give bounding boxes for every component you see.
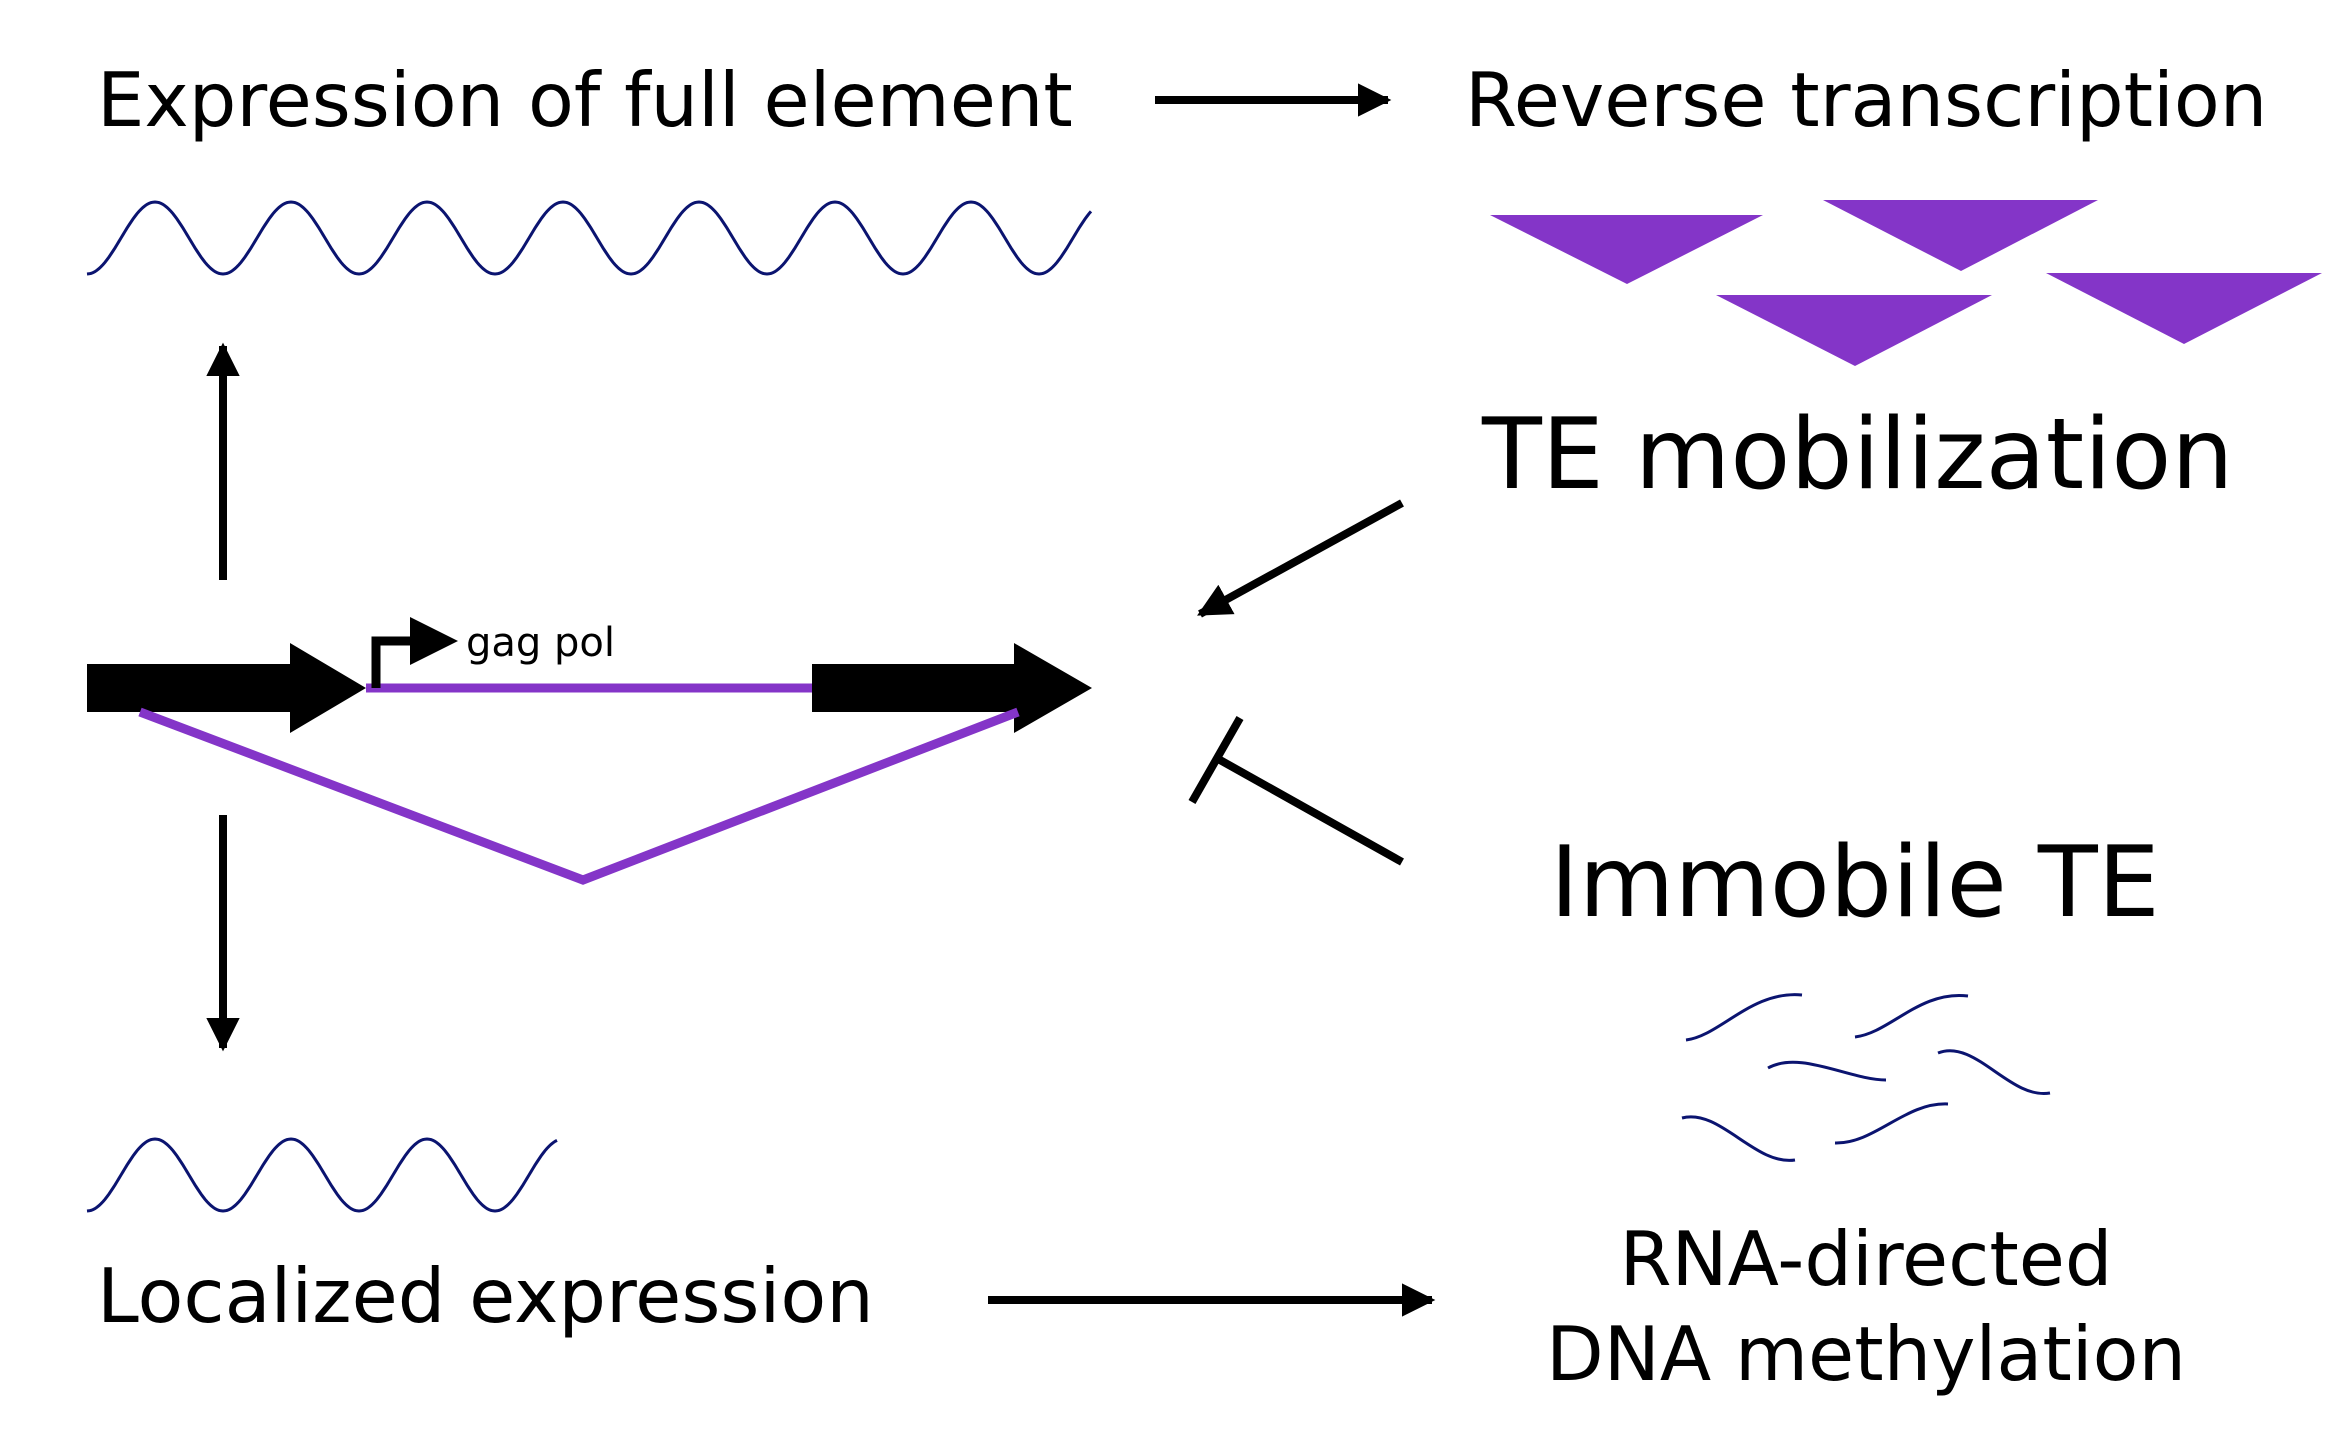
reverse-transcription-label: Reverse transcription [1465, 56, 2267, 144]
gag-pol-label: gag pol [466, 620, 615, 666]
splice-line [138, 707, 1020, 885]
triangle-4 [2046, 273, 2322, 344]
localized-expression-label: Localized expression [97, 1252, 874, 1340]
left-ltr-arrow [87, 643, 366, 733]
te-mobilization-label: TE mobilization [1481, 398, 2233, 512]
te-element-structure: gag pol [87, 617, 1092, 885]
small-rna-4 [1937, 1049, 2051, 1095]
reverse-transcript-triangles [1490, 200, 2322, 366]
transcription-start-arrowhead [410, 617, 458, 665]
small-rna-squiggles [1681, 993, 2051, 1162]
transcription-start-icon [371, 636, 413, 688]
triangle-2 [1823, 200, 2098, 271]
small-rna-2 [1854, 993, 1969, 1039]
right-ltr-arrow [812, 643, 1092, 733]
full-transcript-wave [86, 200, 1093, 276]
small-rna-6 [1834, 1102, 1949, 1145]
triangle-1 [1490, 215, 1763, 284]
arrow-mobilization-to-element [1197, 499, 1404, 618]
inhibition-bar [1188, 716, 1244, 804]
triangle-3 [1716, 295, 1992, 366]
localized-transcript-wave [86, 1137, 558, 1213]
small-rna-3 [1767, 1060, 1887, 1082]
small-rna-5 [1681, 1115, 1796, 1162]
small-rna-1 [1685, 993, 1803, 1042]
rddm-label-line1: RNA-directed [1619, 1215, 2112, 1303]
expression-full-label: Expression of full element [97, 56, 1073, 144]
immobile-te-label: Immobile TE [1550, 826, 2160, 940]
inhibition-line [1218, 756, 1404, 866]
rddm-label-line2: DNA methylation [1546, 1310, 2186, 1398]
